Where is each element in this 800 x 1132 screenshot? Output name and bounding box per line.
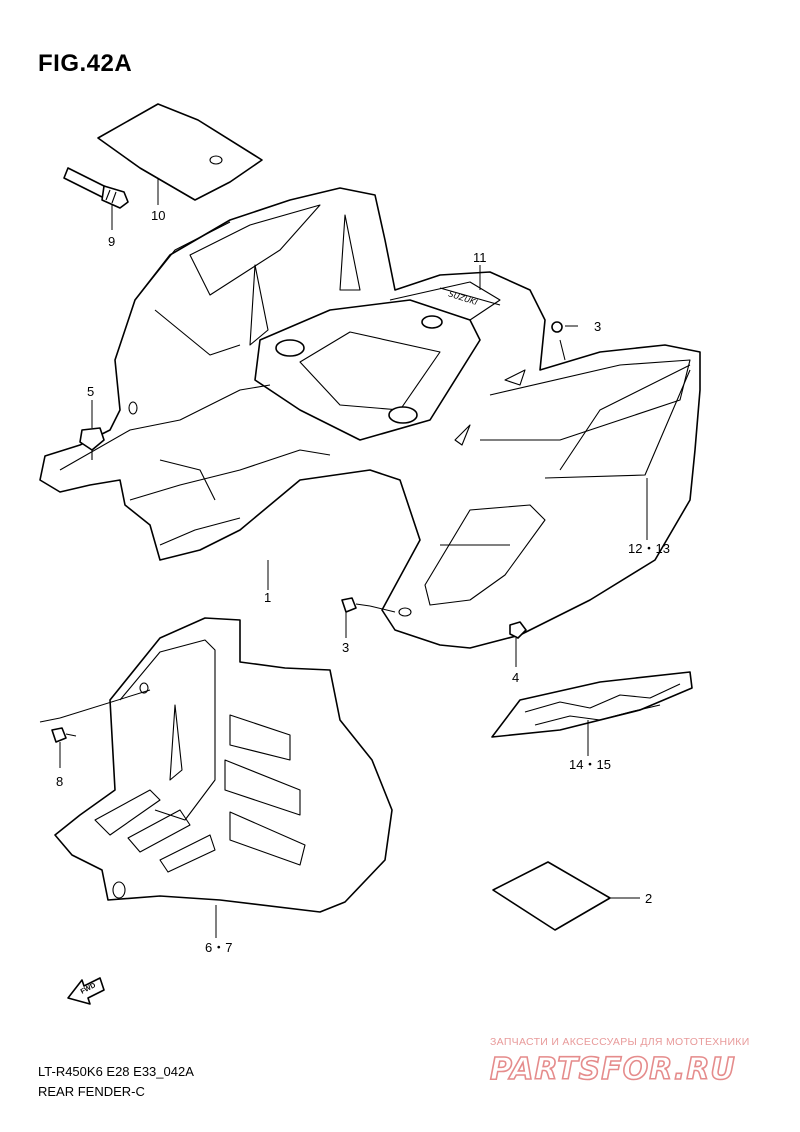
part-1-rear-fender[interactable]: SUZUKI [39,187,701,649]
part-14-15-decal[interactable] [491,671,693,738]
part-2-plate[interactable] [492,861,611,931]
watermark-tagline: ЗАПЧАСТИ И АКСЕССУАРЫ ДЛЯ МОТОТЕХНИКИ [490,1036,750,1048]
callout-8: 8 [56,774,63,789]
callout-5: 5 [87,384,94,399]
callout-12-13: 12・13 [628,541,670,556]
leader-lines [39,178,648,938]
callout-6-7: 6・7 [205,940,232,955]
callout-3-lower: 3 [342,640,349,655]
part-4-nut[interactable] [509,621,527,639]
callout-4: 4 [512,670,519,685]
part-6-7-mud-guard[interactable] [54,617,393,913]
part-3-screw-upper[interactable] [551,321,563,333]
part-10-pad[interactable] [97,103,263,201]
part-3-screw-lower[interactable] [341,597,371,613]
callout-11: 11 [473,250,487,265]
part-5-clip[interactable] [79,427,105,460]
callout-9: 9 [108,234,115,249]
part-8-bolt[interactable] [51,727,77,743]
diagram-name: REAR FENDER-C [38,1084,145,1099]
callout-14-15: 14・15 [569,757,611,772]
figure-title: FIG.42A [38,50,133,77]
callout-1: 1 [264,590,271,605]
callout-3-upper: 3 [594,319,601,334]
watermark-logo: PARTSFOR.RU [489,1051,736,1088]
part-9-pin[interactable] [63,167,129,209]
fwd-arrow-icon: FWD [67,977,105,1005]
callout-10: 10 [151,208,165,223]
callouts: 10 9 11 3 5 12・13 1 3 4 8 14・15 2 6・7 [56,208,670,955]
callout-2: 2 [645,891,652,906]
diagram-code: LT-R450K6 E28 E33_042A [38,1064,194,1079]
